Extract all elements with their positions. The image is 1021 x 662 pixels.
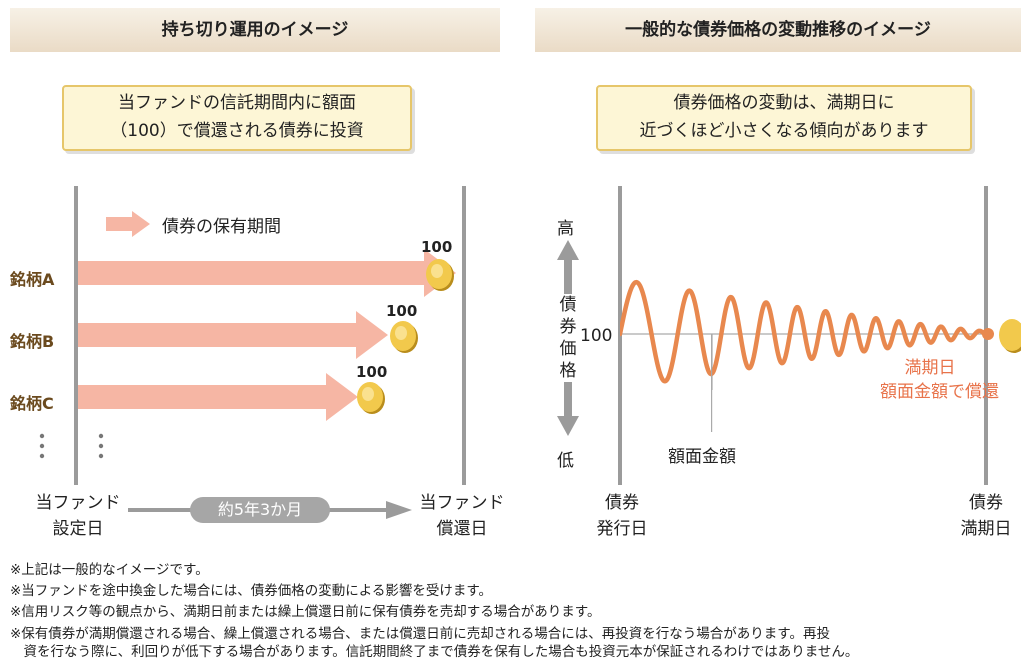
issue-date-line2: 発行日 [596, 519, 648, 539]
face-amount-leader [711, 334, 713, 432]
bond-c-label: 銘柄C [10, 394, 54, 413]
left-banner: 持ち切り運用のイメージ [10, 8, 500, 52]
fund-end-label: 当ファンド 償還日 [414, 490, 510, 542]
price-axis-char: 格 [559, 361, 577, 381]
bond-b-holding-arrow [78, 311, 388, 359]
bond-b-label: 銘柄B [10, 332, 55, 351]
issue-date-label: 債券 発行日 [582, 490, 662, 542]
fund-end-line2: 償還日 [436, 519, 488, 539]
footnote: 資を行なう際に、利回りが低下する場合があります。信託期間終了まで債券を保有した場… [10, 644, 859, 660]
price-axis-char: 価 [559, 339, 577, 359]
low-label: 低 [557, 451, 574, 471]
footnote: ※保有債券が満期償還される場合、繰上償還される場合、または償還日前に売却される場… [10, 626, 830, 642]
footnote: ※信用リスク等の観点から、満期日前または繰上償還日前に保有債券を売却する場合があ… [10, 604, 601, 620]
fund-start-label: 当ファンド 設定日 [30, 490, 126, 542]
maturity-note-line2: 額面金額で償還 [880, 382, 999, 402]
fund-start-line2: 設定日 [52, 519, 104, 539]
fund-end-line1: 当ファンド [419, 493, 505, 513]
bond-price-wave [620, 279, 991, 384]
ellipsis-icon [98, 433, 104, 459]
maturity-date-line2: 満期日 [960, 519, 1012, 539]
maturity-date-line1: 債券 [969, 493, 1003, 513]
face-amount-label: 額面金額 [668, 447, 736, 467]
coin-icon [390, 321, 418, 353]
ellipsis-icon [39, 433, 45, 459]
par-label: 100 [580, 326, 613, 346]
price-axis-char: 券 [559, 317, 577, 337]
price-axis-char: 債 [559, 295, 577, 315]
bond-c-value: 100 [356, 363, 388, 381]
legend-label: 債券の保有期間 [162, 217, 281, 237]
price-axis-label: 債 券 価 格 [554, 294, 582, 382]
left-callout-line2: （100）で償還される債券に投資 [110, 121, 364, 141]
coin-icon [357, 382, 385, 414]
issue-date-line1: 債券 [605, 493, 639, 513]
period-label: 約5年3か月 [217, 500, 303, 519]
fund-end-line [462, 186, 466, 485]
bond-a-value: 100 [421, 238, 453, 256]
bond-a-holding-arrow [78, 249, 456, 297]
maturity-date-label: 債券 満期日 [946, 490, 1021, 542]
left-banner-title: 持ち切り運用のイメージ [161, 20, 349, 40]
right-callout-line1: 債券価格の変動は、満期日に [673, 93, 895, 113]
left-callout: 当ファンドの信託期間内に額面 （100）で償還される債券に投資 [62, 85, 412, 151]
fund-start-line [74, 186, 78, 485]
bond-a-label: 銘柄A [10, 270, 55, 289]
footnote: ※当ファンドを途中換金した場合には、債券価格の変動による影響を受けます。 [10, 583, 493, 599]
legend-arrow-icon [106, 211, 150, 237]
fund-start-line1: 当ファンド [35, 493, 121, 513]
bond-b-value: 100 [386, 302, 418, 320]
period-badge: 約5年3か月 [190, 497, 330, 523]
high-label: 高 [557, 219, 574, 239]
left-callout-line1: 当ファンドの信託期間内に額面 [118, 93, 356, 113]
right-callout: 債券価格の変動は、満期日に 近づくほど小さくなる傾向があります [596, 85, 972, 151]
coin-icon [426, 259, 454, 291]
right-banner-title: 一般的な債券価格の変動推移のイメージ [625, 20, 931, 40]
coin-icon [999, 319, 1021, 353]
footnote: ※上記は一般的なイメージです。 [10, 562, 209, 578]
maturity-point [982, 328, 994, 340]
bond-c-holding-arrow [78, 373, 358, 421]
right-banner: 一般的な債券価格の変動推移のイメージ [535, 8, 1021, 52]
maturity-note-line1: 満期日 [904, 358, 956, 378]
right-callout-line2: 近づくほど小さくなる傾向があります [639, 121, 929, 141]
maturity-redemption-note: 満期日 額面金額で償還 [880, 356, 1021, 404]
